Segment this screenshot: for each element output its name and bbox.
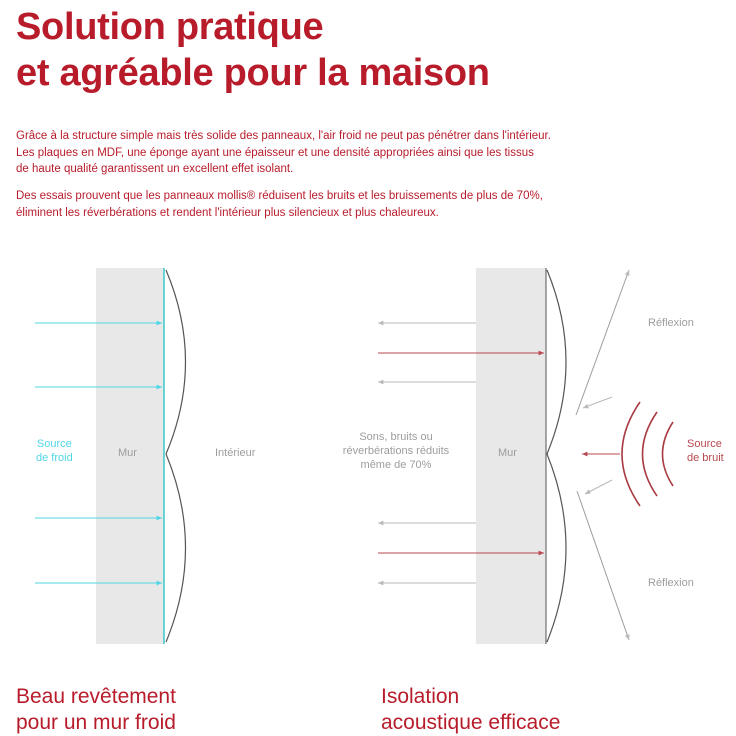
reflection-label-top: Réflexion: [648, 317, 694, 329]
reflection-arrow: [584, 479, 613, 495]
reduced-sound-label-line: Sons, bruits ou: [359, 431, 433, 443]
cold-wall-diagram: [35, 268, 187, 644]
acoustic-subtitle-line: Isolation: [381, 685, 460, 708]
sound-wave-arc: [621, 401, 641, 507]
reduced-sound-label-line: réverbérations réduits: [342, 445, 450, 457]
panel-upper-left: [165, 269, 187, 455]
panel-lower-left: [165, 453, 187, 643]
cold-wall-subtitle: Beau revêtement pour un mur froid: [16, 684, 176, 736]
sound-wave-arc: [661, 421, 674, 487]
acoustic-subtitle-line: acoustique efficace: [381, 711, 561, 734]
wall-left: [96, 268, 164, 644]
panel-lower-right: [546, 453, 567, 643]
wall-label-left: Mur: [118, 447, 137, 459]
intro-paragraph-1-line: Grâce à la structure simple mais très so…: [16, 130, 551, 142]
page-title-line-2: et agréable pour la maison: [16, 52, 490, 94]
reflection-arrow: [576, 490, 630, 641]
cold-source-label: Source de froid: [36, 437, 73, 465]
reflection-arrow: [582, 396, 613, 409]
noise-source-label: Source de bruit: [687, 437, 736, 465]
cold-source-label-line: de froid: [36, 452, 73, 464]
interior-label: Intérieur: [215, 447, 256, 459]
page-title: Solution pratique et agréable pour la ma…: [16, 4, 490, 96]
page-title-line-1: Solution pratique: [16, 6, 324, 48]
reflection-arrow: [575, 269, 630, 416]
intro-paragraph-2-line: éliminent les réverbérations et rendent …: [16, 206, 439, 219]
panel-upper-right: [546, 269, 567, 455]
intro-paragraph-1-line: Les plaques en MDF, une éponge ayant une…: [16, 146, 534, 159]
sound-wave-arc: [641, 411, 658, 497]
reduced-sound-label: Sons, bruits ou réverbérations réduits m…: [334, 430, 458, 472]
noise-source-label-line: de bruit: [687, 452, 724, 464]
intro-paragraph-1-line: de haute qualité garantissent un excelle…: [16, 163, 294, 175]
cold-source-label-line: Source: [36, 438, 72, 450]
reflection-label-bottom: Réflexion: [648, 577, 694, 589]
cold-wall-subtitle-line: Beau revêtement: [16, 685, 176, 708]
intro-paragraph-1: Grâce à la structure simple mais très so…: [16, 128, 728, 178]
wall-label-right: Mur: [498, 447, 517, 459]
wall-right: [476, 268, 546, 644]
reduced-sound-label-line: même de 70%: [360, 459, 432, 471]
noise-source-label-line: Source: [687, 438, 722, 450]
acoustic-subtitle: Isolation acoustique efficace: [381, 684, 560, 736]
cold-wall-subtitle-line: pour un mur froid: [16, 711, 176, 734]
intro-paragraph-2: Des essais prouvent que les panneaux mol…: [16, 188, 728, 221]
intro-paragraph-2-line: Des essais prouvent que les panneaux mol…: [16, 190, 543, 202]
acoustic-wall-diagram: [378, 268, 674, 644]
